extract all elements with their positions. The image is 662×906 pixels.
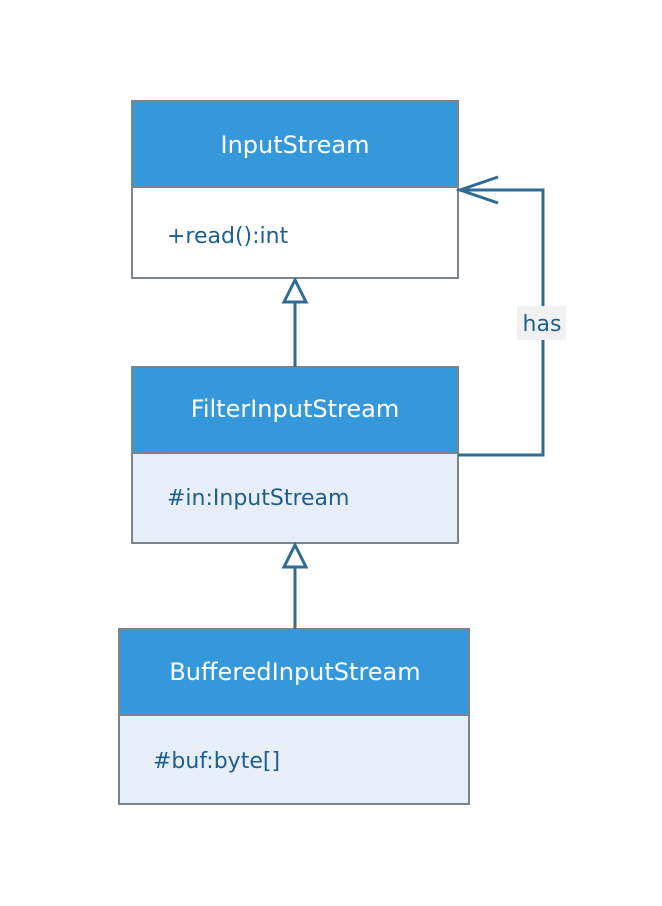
class-input-stream-title: InputStream <box>221 131 370 159</box>
class-buffered-input-stream-header <box>118 628 470 716</box>
association-has-label: has <box>523 312 562 337</box>
class-filter-input-stream-header <box>131 366 459 454</box>
class-input-stream-member: +read():int <box>167 224 289 249</box>
inheritance-filter-to-input <box>281 276 309 367</box>
class-input-stream[interactable]: InputStream +read():int <box>131 100 459 279</box>
association-has-arrowhead <box>455 175 499 205</box>
inheritance-filter-to-input-arrowhead <box>281 276 309 304</box>
class-buffered-input-stream-member: #buf:byte[] <box>153 749 280 774</box>
class-buffered-input-stream-title: BufferedInputStream <box>169 658 420 686</box>
class-filter-input-stream[interactable]: FilterInputStream #in:InputStream <box>131 366 459 544</box>
class-buffered-input-stream[interactable]: BufferedInputStream #buf:byte[] <box>118 628 470 805</box>
class-filter-input-stream-title: FilterInputStream <box>191 395 399 423</box>
class-input-stream-header <box>131 100 459 188</box>
class-filter-input-stream-member: #in:InputStream <box>167 486 349 511</box>
association-has: has <box>455 175 566 457</box>
association-has-label-bg <box>517 306 566 340</box>
inheritance-buffered-to-filter <box>281 541 309 629</box>
inheritance-buffered-to-filter-arrowhead <box>281 541 309 569</box>
